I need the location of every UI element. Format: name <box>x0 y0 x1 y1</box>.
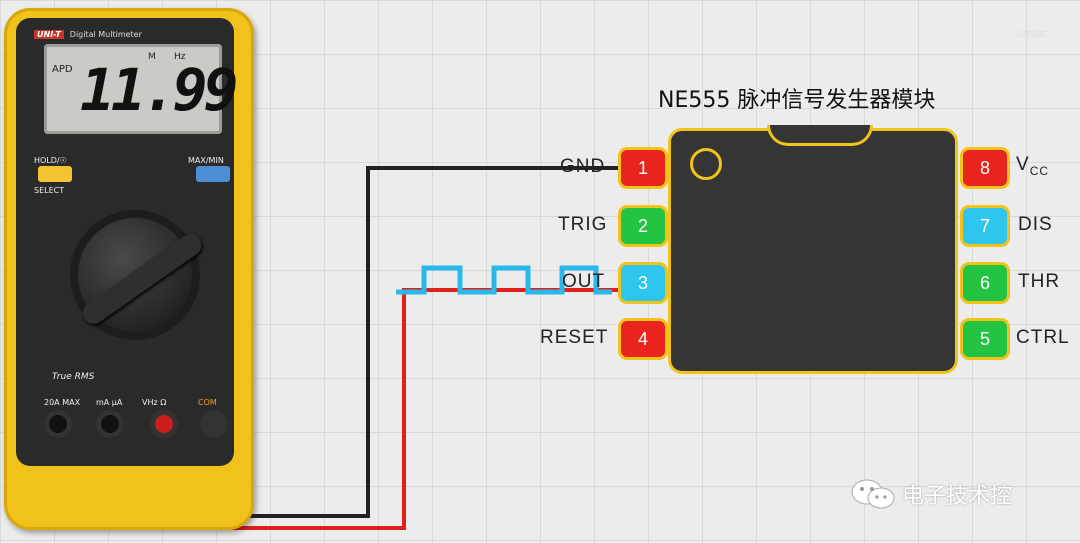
pin-6: 6 <box>960 262 1010 304</box>
jack-20a[interactable] <box>44 410 72 438</box>
pin-label-vcc: VCC <box>1016 154 1050 178</box>
pin-5: 5 <box>960 318 1010 360</box>
pin-label-out: OUT <box>562 271 606 292</box>
pin-8: 8 <box>960 147 1010 189</box>
maxmin-label: MAX/MIN <box>188 156 224 165</box>
lcd-unit: Hz <box>174 52 186 62</box>
pin-label-trig: TRIG <box>558 214 608 235</box>
watermark: 电子技术控 <box>850 478 1012 510</box>
maxmin-button[interactable] <box>196 166 230 182</box>
lcd-mode: APD <box>52 64 73 75</box>
pin-label-dis: DIS <box>1018 214 1053 235</box>
pin-2: 2 <box>618 205 668 247</box>
wechat-icon <box>850 478 896 510</box>
module-title: NE555 脉冲信号发生器模块 <box>658 88 936 113</box>
pin-label-reset: RESET <box>540 327 609 348</box>
pin-7: 7 <box>960 205 1010 247</box>
hold-label: HOLD/☉ <box>34 156 67 165</box>
lcd-unit-prefix: M <box>148 52 156 62</box>
pin-1: 1 <box>618 147 668 189</box>
watermark-text: 电子技术控 <box>902 484 1013 509</box>
pin1-marker-dot <box>690 148 722 180</box>
jack-vhz[interactable] <box>150 410 178 438</box>
jack-ma-label: mA µA <box>96 398 123 407</box>
pin-label-ctrl: CTRL <box>1016 327 1070 348</box>
pin-label-gnd: GND <box>560 156 606 177</box>
select-label: SELECT <box>34 186 65 195</box>
jack-com-label: COM <box>198 398 217 407</box>
lcd-reading: 11.99 <box>80 56 239 124</box>
jack-vhz-label: VHz Ω <box>142 398 167 407</box>
jack-ma[interactable] <box>96 410 124 438</box>
pin-label-thr: THR <box>1018 271 1061 292</box>
jack-20a-label: 20A MAX <box>44 398 81 407</box>
hold-button[interactable] <box>38 166 72 182</box>
multimeter-model: UT890C⁺ <box>1016 30 1052 39</box>
pin-4: 4 <box>618 318 668 360</box>
pulse-signal <box>396 265 612 295</box>
pin-3: 3 <box>618 262 668 304</box>
chip-notch <box>767 125 873 146</box>
lcd-display: APD M Hz 11.99 <box>44 44 239 134</box>
true-rms-label: True RMS <box>52 372 95 382</box>
jack-com[interactable] <box>200 410 228 438</box>
